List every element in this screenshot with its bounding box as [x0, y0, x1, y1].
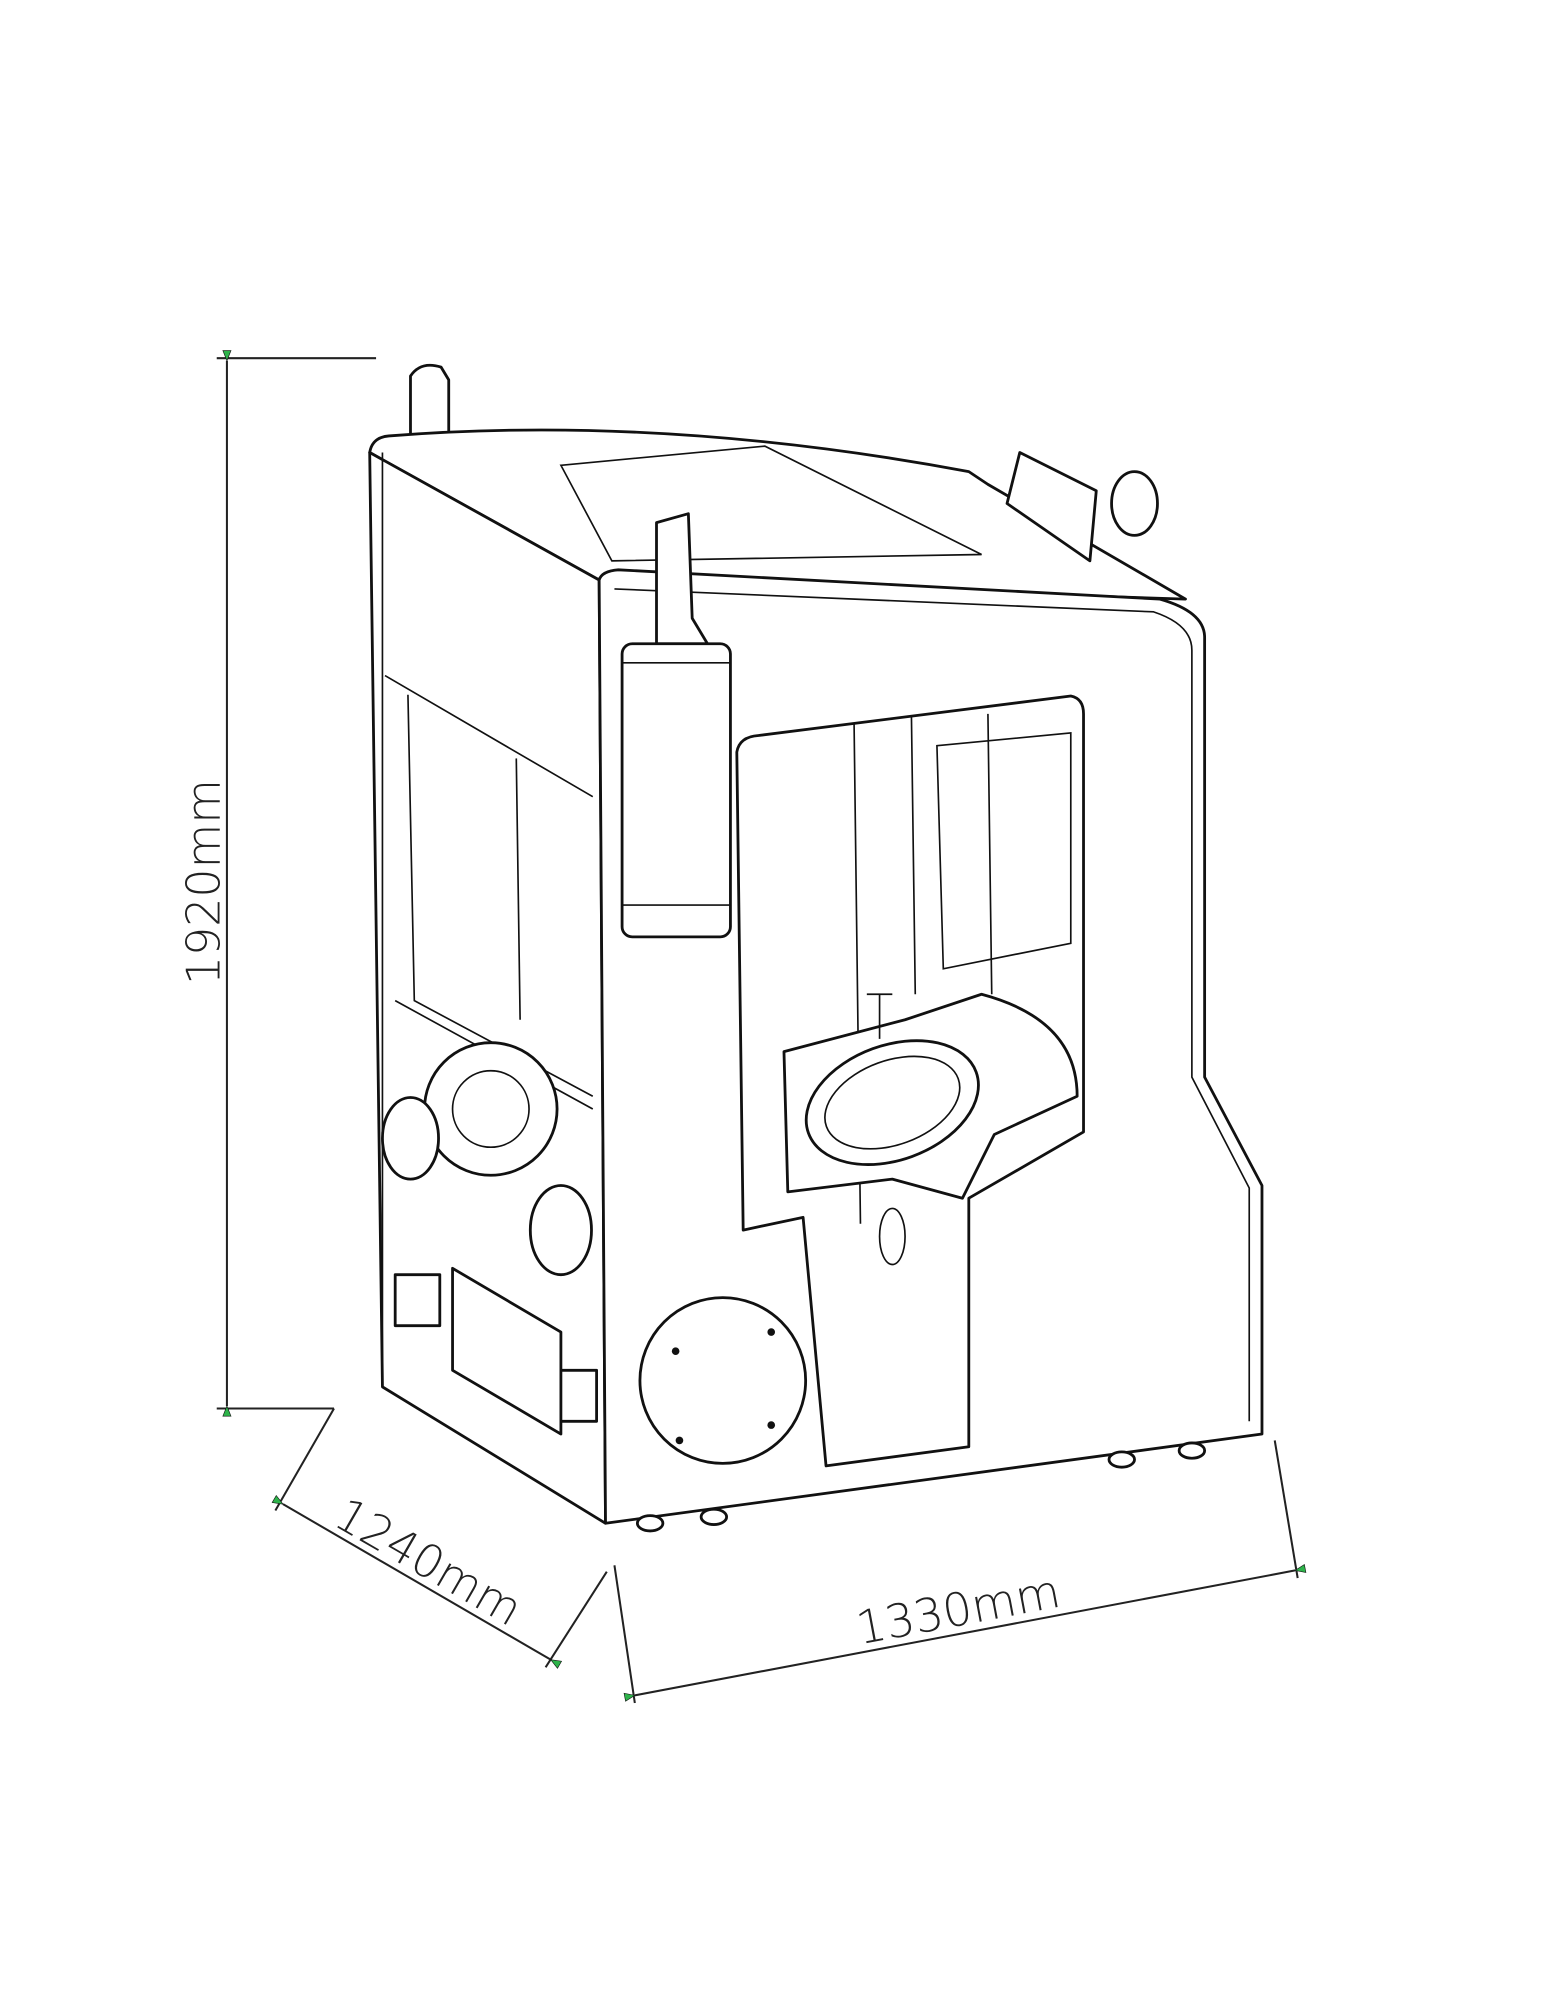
foot — [699, 1507, 729, 1526]
extension-line — [544, 1571, 608, 1668]
dimension-line — [271, 1494, 563, 1669]
extension-line — [613, 1565, 636, 1704]
steering-wheel — [804, 1039, 980, 1166]
side-socket-left — [393, 1273, 442, 1328]
side-light-left — [381, 1096, 440, 1181]
rear-exhaust-pipe — [409, 363, 451, 442]
screw — [767, 1328, 776, 1336]
top-panel — [559, 445, 982, 562]
steering-wheel-inner — [824, 1055, 961, 1150]
arcade-cabinet — [368, 363, 1264, 1533]
screw — [671, 1347, 680, 1356]
side-speaker-ring — [423, 1041, 559, 1177]
roof-light-box — [1005, 451, 1098, 563]
side-speaker-inner — [451, 1069, 530, 1149]
front-round-panel — [638, 1296, 808, 1465]
extension-line — [1273, 1440, 1299, 1579]
foot — [635, 1514, 665, 1533]
side-light-right — [528, 1184, 593, 1277]
gear-shifter — [866, 993, 893, 1039]
height-label: 1920mm — [176, 779, 230, 985]
extension-line — [274, 1408, 335, 1512]
depth-label: 1240mm — [326, 1487, 532, 1637]
roof-light — [1110, 470, 1159, 537]
height-dimension: 1920mm — [176, 350, 377, 1417]
side-panel-lines — [381, 452, 594, 1377]
cabinet-top — [368, 428, 1187, 601]
foot — [1107, 1450, 1136, 1469]
seat-detail — [878, 1207, 906, 1266]
side-socket-right — [556, 1368, 598, 1423]
screw — [767, 1421, 776, 1429]
width-label: 1330mm — [852, 1564, 1065, 1655]
cockpit-interior — [853, 713, 1072, 1224]
screw — [675, 1436, 684, 1445]
dimension-line — [623, 1564, 1307, 1702]
exhaust-muffler — [620, 642, 732, 939]
front-face-trim — [614, 588, 1251, 1422]
foot — [1177, 1441, 1207, 1460]
side-vent-plate — [451, 1266, 563, 1436]
muffler-bands — [622, 662, 731, 906]
